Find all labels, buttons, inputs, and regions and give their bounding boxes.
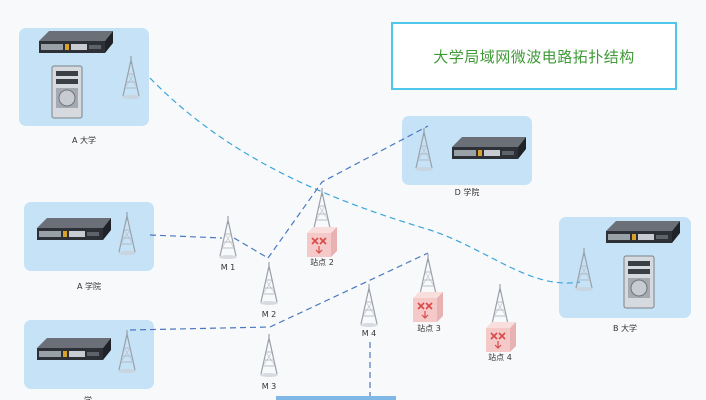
router-device-icon [452,137,526,159]
label-univ-b: B 大学 [612,324,638,333]
label-site4: 站点 4 [488,353,512,362]
label-univ-a: A 大学 [71,136,96,145]
link-m2-site3 [269,252,429,328]
microwave-tower-icon [418,253,438,298]
label-partial: 学 [48,396,128,400]
switch-node-icon [485,321,517,353]
server-tower-icon [623,255,655,309]
link-m1-m2 [233,237,269,259]
label-site2: 站点 2 [310,258,334,267]
microwave-tower-icon [259,333,279,378]
switch-node-icon [412,291,444,323]
title-box: 大学局域网微波电路拓扑结构 [391,22,677,90]
label-college-a: A 学院 [76,282,101,291]
bottom-panel-edge [276,396,396,400]
router-device-icon [37,338,111,360]
link-m2-college-d [267,125,429,259]
links [129,77,581,398]
link-bottom-m2 [129,326,271,331]
server-tower-icon [51,65,83,119]
router-device-icon [39,31,113,53]
label-m2: M 2 [261,310,277,319]
router-device-icon [606,221,680,243]
label-site3: 站点 3 [417,324,441,333]
diagram-title: 大学局域网微波电路拓扑结构 [433,47,635,66]
label-m3: M 3 [261,382,277,391]
link-univ-a-univ-b [149,77,581,284]
microwave-tower-icon [359,283,379,328]
link-college-a-m1 [149,234,223,239]
switch-node-icon [306,226,338,258]
microwave-tower-icon [490,283,510,328]
label-m1: M 1 [220,263,236,272]
label-m4: M 4 [361,329,377,338]
label-college-d: D 学院 [454,188,480,197]
router-device-icon [37,218,111,240]
